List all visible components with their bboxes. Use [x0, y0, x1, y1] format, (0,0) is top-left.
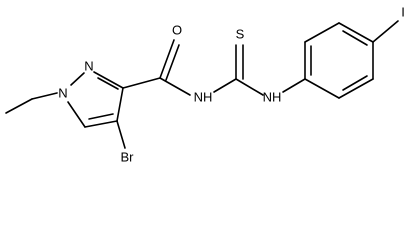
bond-nh-aryl — [282, 78, 306, 93]
bond-carbonyl-o-double — [165, 44, 180, 81]
ring-inner-bond-b — [342, 30, 368, 46]
bond-ch2-n1 — [31, 92, 58, 100]
bond-n1-n2 — [70, 72, 85, 86]
structure-figure: N N O S NH NH Br I — [5, 5, 405, 165]
atom-nh2-label: NH — [263, 90, 282, 105]
atom-o-label: O — [172, 23, 182, 38]
atom-s-label: S — [236, 27, 245, 42]
carbonyl-group — [122, 39, 191, 96]
ethyl-group — [5, 92, 58, 114]
bond-aryl-i — [372, 20, 399, 43]
bond-ch3-ch2 — [5, 98, 33, 114]
bond-c3-carbonyl — [122, 77, 161, 89]
bond-c4-br — [116, 120, 126, 149]
bond-n2-c3-inner — [97, 77, 119, 90]
atom-nh1-label: NH — [194, 90, 213, 105]
bond-carbonyl-o — [159, 39, 175, 79]
atom-i-label: I — [401, 5, 405, 20]
bond-c5-n1 — [67, 101, 86, 128]
bond-c4-c5-inner — [88, 113, 114, 120]
bond-c3-c4 — [116, 87, 124, 122]
molecule-drawing: N N O S NH NH Br I — [5, 5, 405, 165]
ring-bond-2 — [304, 22, 340, 43]
bond-cs-nh — [235, 78, 264, 96]
ring-inner-bond-c — [342, 75, 368, 91]
iodophenyl-ring — [304, 22, 374, 99]
atom-n2-label: N — [84, 59, 93, 74]
bond-nh-cs — [213, 78, 237, 93]
bond-n2-c3 — [93, 71, 124, 89]
bond-carbonyl-nh — [159, 77, 191, 96]
bond-c4-c5 — [84, 120, 118, 128]
ring-bond-6 — [304, 78, 340, 99]
ring-bond-3 — [338, 22, 374, 43]
atom-br-label: Br — [121, 150, 135, 165]
thiourea-group — [213, 44, 306, 96]
ring-bond-5 — [338, 78, 374, 99]
atom-n1-label: N — [58, 86, 67, 101]
pyrazole-ring — [67, 71, 124, 128]
